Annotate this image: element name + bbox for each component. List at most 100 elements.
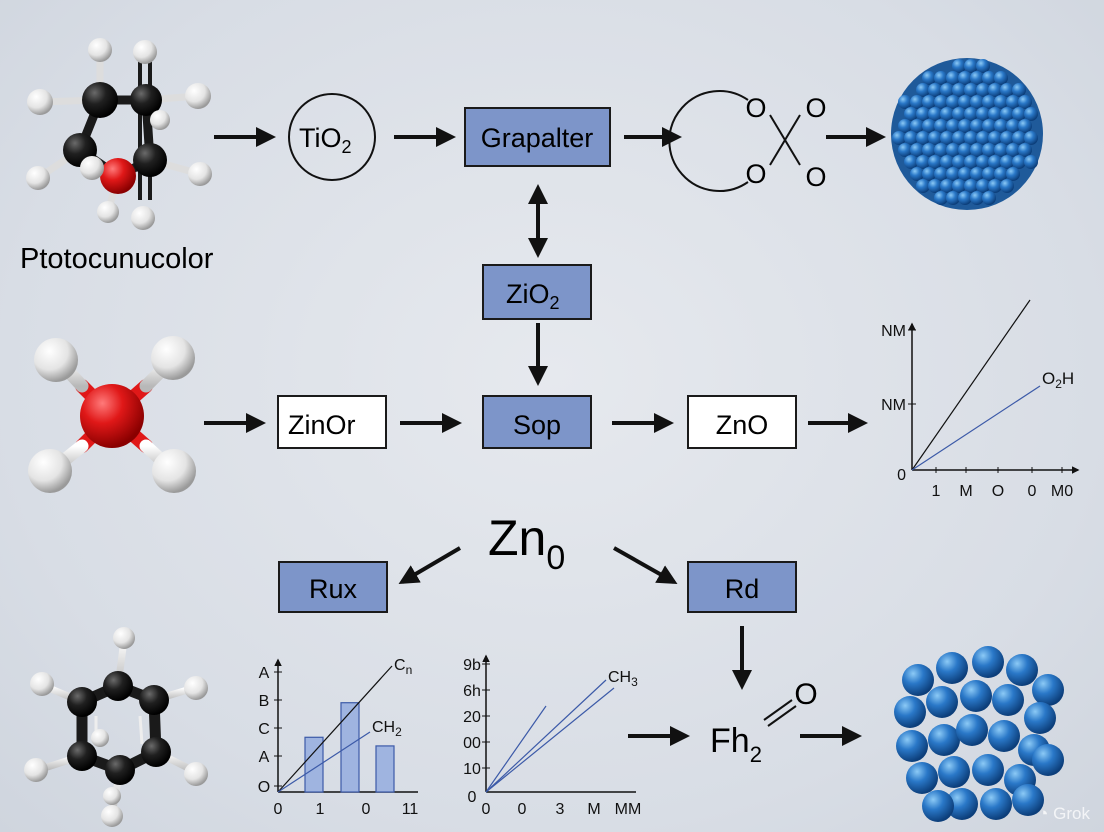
blue-atom [916, 155, 930, 169]
o-atom-3: O [745, 159, 766, 189]
blue-atom [916, 83, 930, 97]
blue-atom [904, 107, 918, 121]
blue-atom [958, 71, 972, 85]
o-atom-product: O [794, 678, 817, 711]
o-atom-1: O [745, 93, 766, 123]
blue-atom [1024, 107, 1038, 121]
x-tick-label: 0 [362, 801, 371, 818]
series-line-1 [485, 705, 547, 793]
x-tick-label: 1 [932, 483, 941, 500]
blue-atom [976, 59, 990, 73]
blue-sphere-cluster [894, 646, 1064, 822]
sop-label: Sop [513, 410, 561, 440]
blue-atom [910, 143, 924, 157]
blue-sphere [896, 730, 928, 762]
y-tick-label: A [259, 665, 270, 682]
blue-atom [964, 155, 978, 169]
series-label: CH3 [608, 669, 638, 689]
blue-atom [958, 191, 972, 205]
molecule-label: Ptotocunucolor [20, 243, 214, 275]
molecule-top-left [26, 38, 212, 230]
blue-atom [982, 167, 996, 181]
blue-atom [1024, 155, 1038, 169]
blue-sphere [926, 686, 958, 718]
tio2-circle [288, 93, 376, 181]
blue-atom [994, 167, 1008, 181]
blue-atom [904, 155, 918, 169]
y-tick-label: 6h [463, 683, 481, 700]
blue-atom [1024, 131, 1038, 145]
blue-atom [952, 179, 966, 193]
series-line-3 [485, 687, 615, 793]
blue-atom [982, 119, 996, 133]
blue-atom [982, 95, 996, 109]
x-tick-label: 0 [482, 801, 491, 818]
blue-atom [952, 83, 966, 97]
o-atom-2: O [805, 93, 826, 123]
blue-atom [1000, 179, 1014, 193]
blue-atom [976, 107, 990, 121]
series-line-black [277, 665, 393, 793]
blue-atom [946, 71, 960, 85]
x-tick-label: 0 [274, 801, 283, 818]
blue-atom [946, 167, 960, 181]
blue-atom [952, 155, 966, 169]
x-tick-label: 0 [1028, 483, 1037, 500]
bar [375, 745, 395, 793]
blue-atom [958, 167, 972, 181]
blue-sphere [928, 724, 960, 756]
blue-atom [910, 119, 924, 133]
blue-atom [940, 107, 954, 121]
grapalter-label: Grapalter [481, 123, 594, 153]
blue-atom [964, 59, 978, 73]
blue-atom [1000, 155, 1014, 169]
zio2-box [482, 264, 592, 320]
series-label-2: CH2 [372, 719, 402, 739]
blue-sphere [906, 762, 938, 794]
blue-atom [964, 83, 978, 97]
sop-box [482, 395, 592, 449]
blue-atom [988, 131, 1002, 145]
blue-atom [922, 119, 936, 133]
blue-atom [964, 179, 978, 193]
blue-sphere [956, 714, 988, 746]
series-line-black [911, 299, 1031, 471]
blue-sphere [922, 790, 954, 822]
blue-atom [994, 71, 1008, 85]
zno-label: ZnO [716, 410, 769, 440]
blue-sphere [960, 680, 992, 712]
blue-atom [982, 71, 996, 85]
blue-atom [988, 179, 1002, 193]
blue-atom [958, 143, 972, 157]
y-tick-label: 20 [463, 709, 481, 726]
series-line-2 [485, 679, 607, 793]
blue-atom [1006, 143, 1020, 157]
blue-atom [958, 119, 972, 133]
series-line-blue [911, 385, 1041, 471]
blue-atom [976, 83, 990, 97]
y-tick-label: O [258, 779, 270, 796]
blue-sphere [902, 664, 934, 696]
watermark: ◔ Grok [1038, 804, 1090, 823]
blue-sphere [1006, 654, 1038, 686]
tio2-label: TiO2 [299, 123, 352, 157]
blue-atom [970, 143, 984, 157]
grapalter-box [464, 107, 611, 167]
blue-atom [940, 131, 954, 145]
blue-atom [940, 179, 954, 193]
blue-atom [916, 131, 930, 145]
blue-atom [964, 107, 978, 121]
blue-atom [898, 143, 912, 157]
y-tick-label: NM [881, 323, 906, 340]
blue-atom [916, 179, 930, 193]
zinor-label: ZinOr [288, 410, 356, 440]
blue-atom [934, 143, 948, 157]
zio2-label: ZiO2 [506, 279, 560, 313]
x-tick-label: 1 [316, 801, 325, 818]
blue-atom [898, 119, 912, 133]
blue-atom [910, 95, 924, 109]
blue-atom [994, 143, 1008, 157]
y-tick-label: C [258, 721, 270, 738]
zn0-label: Zn0 [488, 510, 565, 577]
